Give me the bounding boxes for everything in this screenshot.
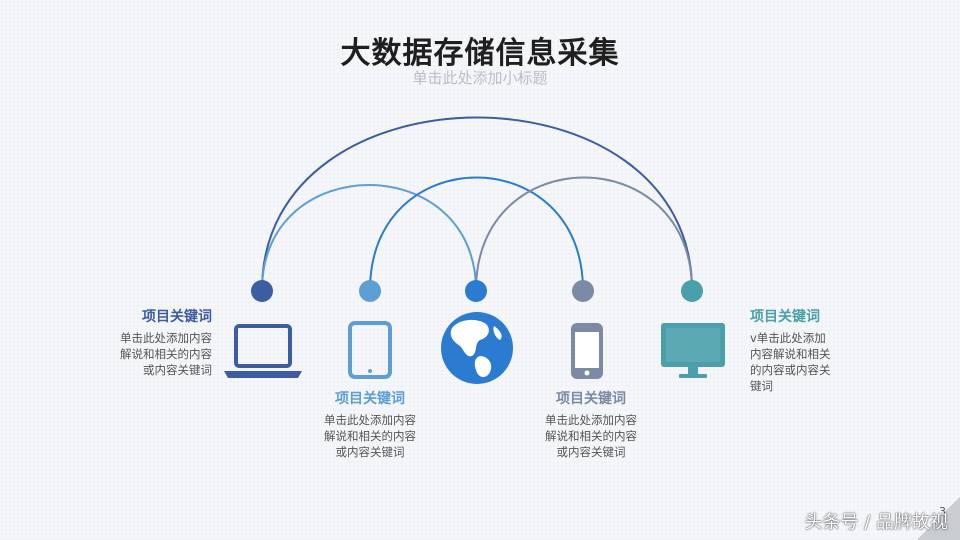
arc-laptop-globe xyxy=(261,184,477,291)
node-dot-laptop xyxy=(251,280,273,302)
monitor-desc-line: 的内容或内容关 xyxy=(750,363,831,377)
node-dot-tablet xyxy=(359,280,381,302)
monitor-info: 项目关键词 v单击此处添加 内容解说和相关 的内容或内容关 键词 xyxy=(750,306,850,394)
phone-keyword: 项目关键词 xyxy=(556,391,626,407)
page-subtitle: 单击此处添加小标题 xyxy=(412,69,548,87)
node-dot-phone xyxy=(572,280,594,302)
laptop-info: 项目关键词 单击此处添加内容 解说和相关的内容 或内容关键词 xyxy=(100,306,212,378)
laptop-desc-line: 单击此处添加内容 xyxy=(120,331,212,345)
arc-tablet-phone xyxy=(369,176,584,291)
laptop-keyword: 项目关键词 xyxy=(142,309,212,325)
arc-globe-monitor xyxy=(475,176,693,291)
monitor-icon xyxy=(661,323,725,378)
tablet-keyword: 项目关键词 xyxy=(335,391,405,407)
phone-icon xyxy=(571,323,603,379)
monitor-desc-line: 键词 xyxy=(750,379,773,393)
monitor-keyword: 项目关键词 xyxy=(750,309,820,325)
watermark: 头条号 / 品牌故视 xyxy=(804,512,948,533)
laptop-desc-line: 或内容关键词 xyxy=(143,363,212,377)
laptop-desc-line: 解说和相关的内容 xyxy=(120,347,212,361)
tablet-desc-line: 或内容关键词 xyxy=(335,445,405,459)
tablet-desc-line: 单击此处添加内容 xyxy=(324,413,416,427)
tablet-info: 项目关键词 单击此处添加内容 解说和相关的内容 或内容关键词 xyxy=(308,388,432,460)
laptop-description: 单击此处添加内容 解说和相关的内容 或内容关键词 xyxy=(100,330,212,378)
tablet-description: 单击此处添加内容 解说和相关的内容 或内容关键词 xyxy=(308,412,432,460)
tablet-desc-line: 解说和相关的内容 xyxy=(324,429,416,443)
phone-description: 单击此处添加内容 解说和相关的内容 或内容关键词 xyxy=(529,412,653,460)
phone-info: 项目关键词 单击此处添加内容 解说和相关的内容 或内容关键词 xyxy=(529,388,653,460)
node-dot-globe xyxy=(465,280,487,302)
arc-laptop-monitor xyxy=(261,116,693,291)
monitor-description: v单击此处添加 内容解说和相关 的内容或内容关 键词 xyxy=(750,330,850,394)
globe-icon xyxy=(441,312,513,384)
phone-desc-line: 或内容关键词 xyxy=(556,445,626,459)
tablet-icon xyxy=(348,321,392,379)
monitor-desc-line: 内容解说和相关 xyxy=(750,347,831,361)
phone-desc-line: 单击此处添加内容 xyxy=(545,413,637,427)
laptop-icon xyxy=(224,324,302,378)
page-title: 大数据存储信息采集 xyxy=(340,36,620,71)
page-number: 3 xyxy=(939,505,946,518)
phone-desc-line: 解说和相关的内容 xyxy=(545,429,637,443)
monitor-desc-line: v单击此处添加 xyxy=(750,331,826,345)
node-dot-monitor xyxy=(681,280,703,302)
page-corner-fold xyxy=(918,496,960,540)
